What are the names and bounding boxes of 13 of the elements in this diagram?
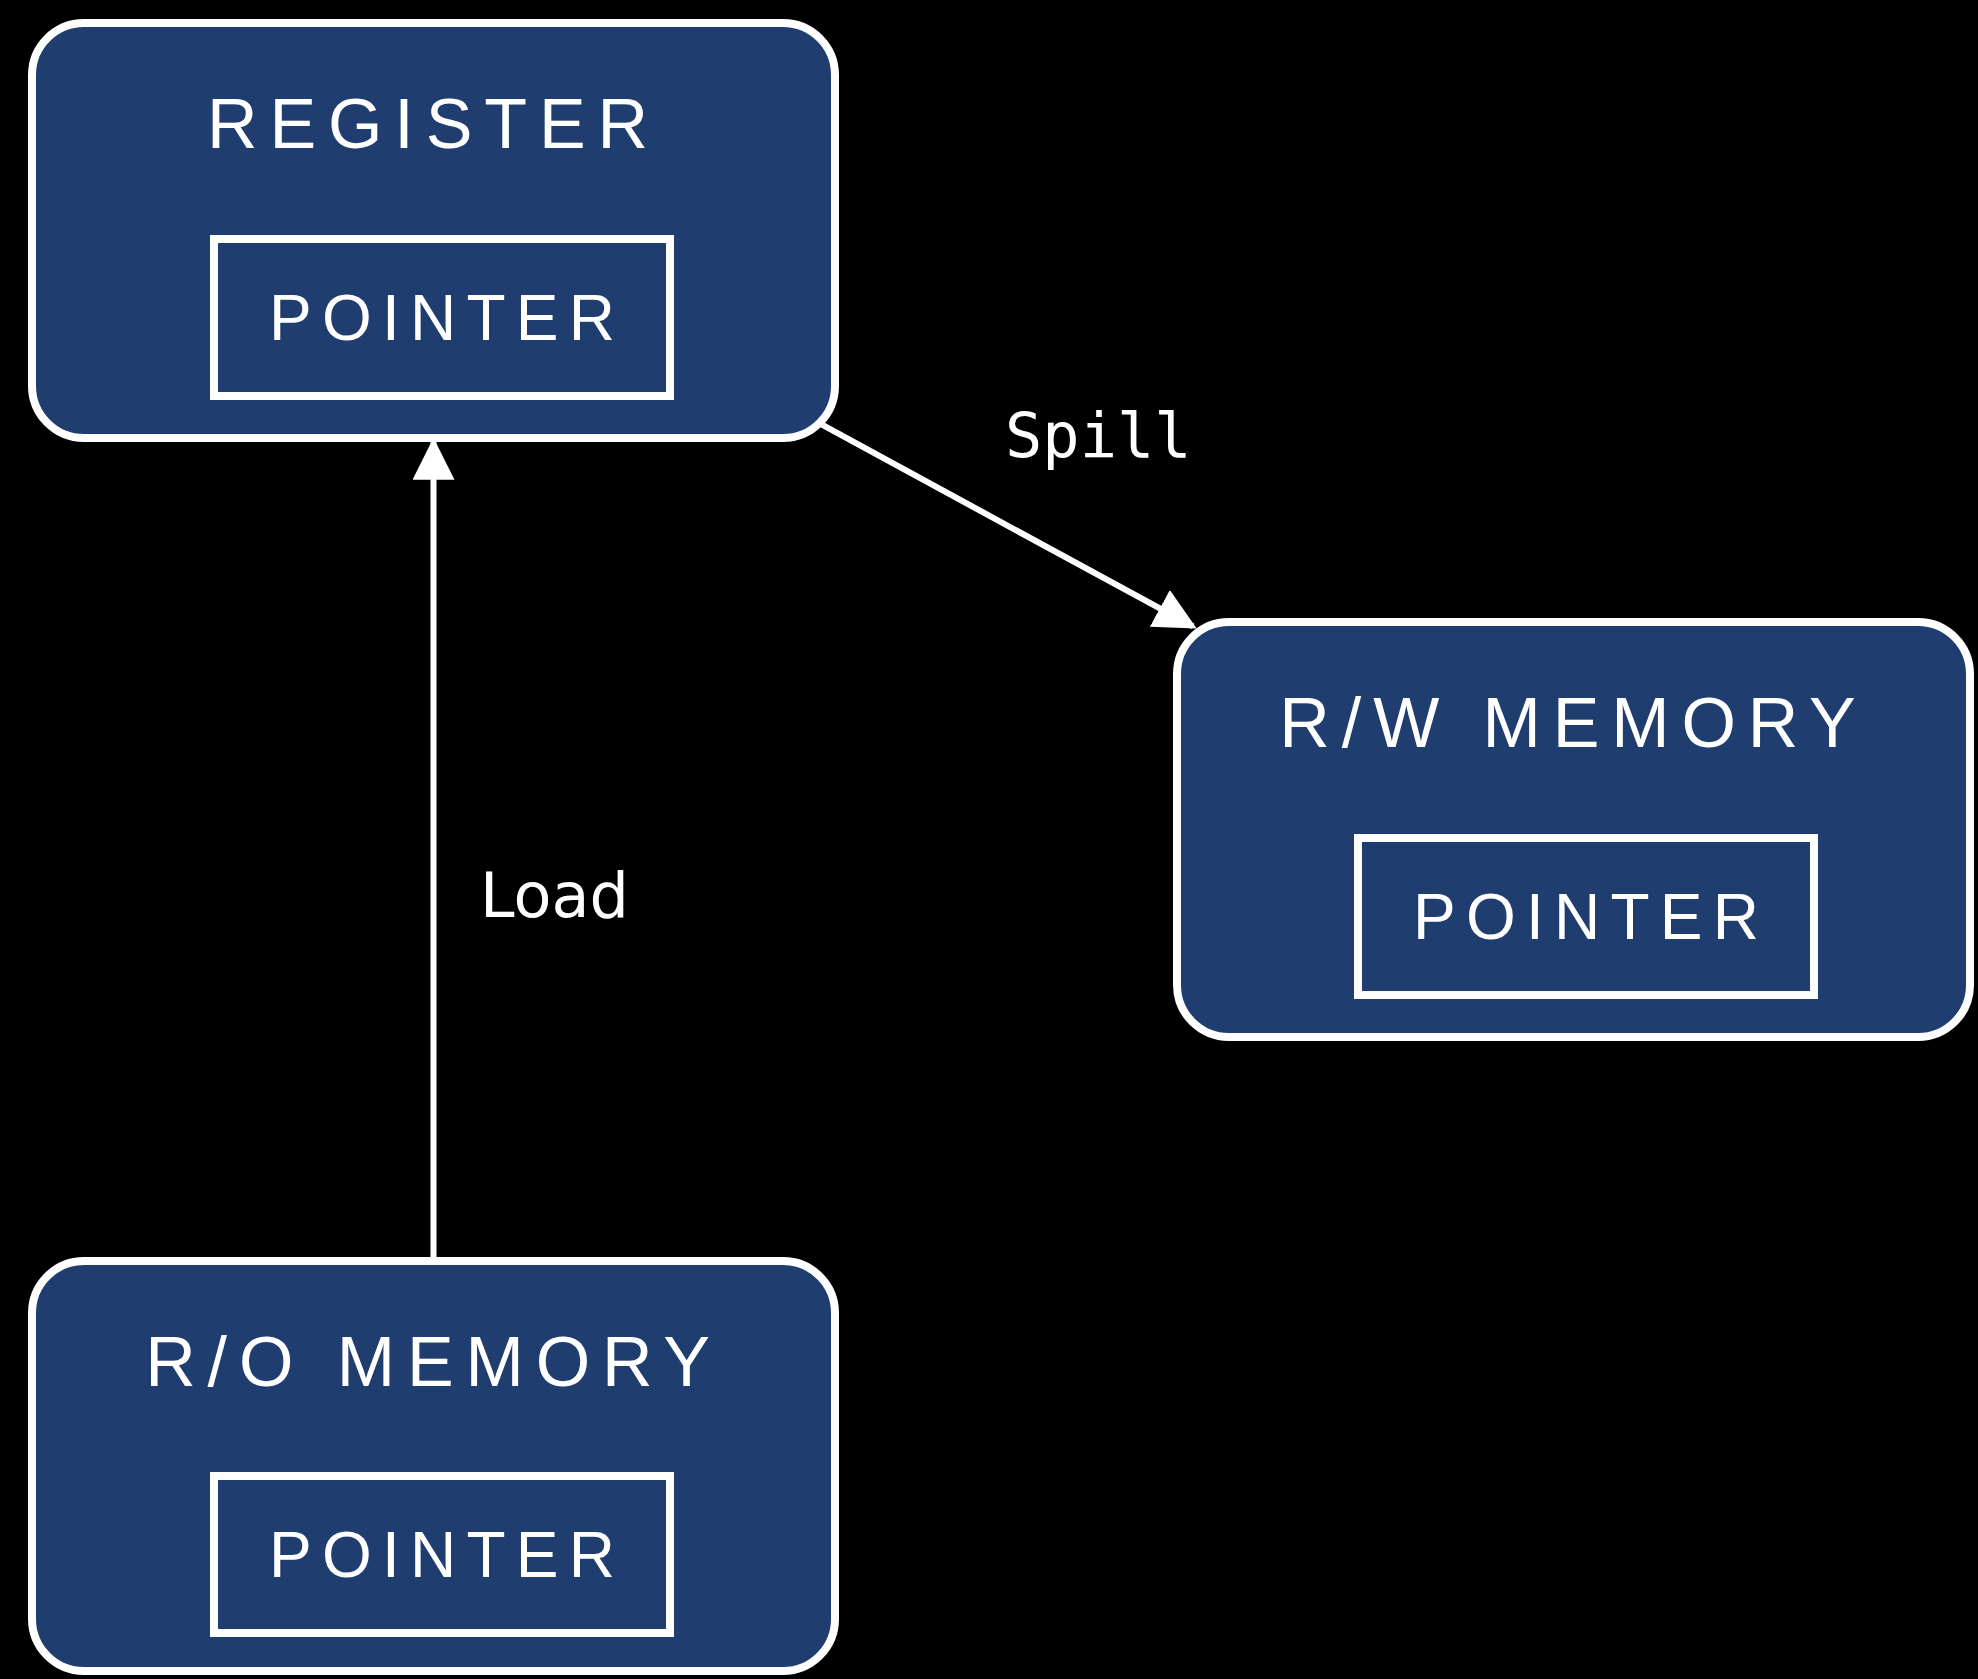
memory-box [28, 19, 839, 442]
pointer-box [210, 1472, 674, 1637]
box-heading: REGISTER [206, 89, 661, 159]
box-heading: R/W MEMORY [1278, 688, 1869, 758]
edge-label: Load [480, 865, 629, 927]
box-heading: R/O MEMORY [144, 1327, 723, 1397]
pointer-box [210, 235, 674, 400]
pointer-label: POINTER [268, 285, 626, 350]
pointer-label: POINTER [268, 1522, 626, 1587]
memory-box [28, 1257, 839, 1675]
memory-box [1173, 618, 1974, 1041]
pointer-label: POINTER [1412, 884, 1770, 949]
pointer-box [1354, 834, 1818, 999]
